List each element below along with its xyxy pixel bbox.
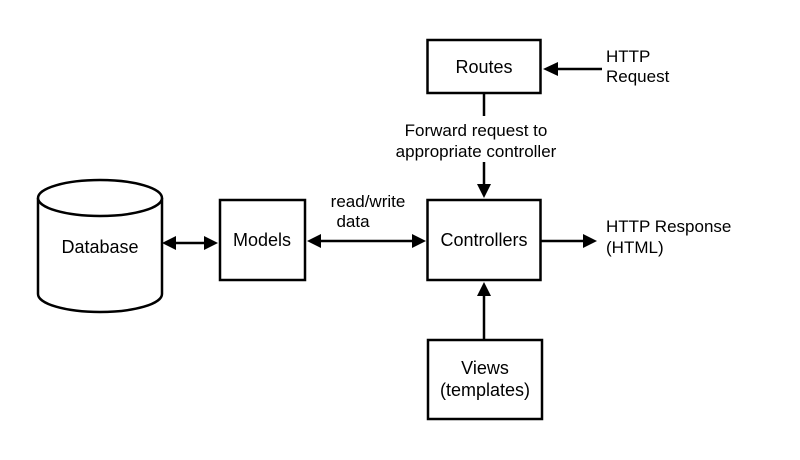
views-label-line1: Views	[461, 358, 509, 378]
database-models-arrowhead-left-icon	[162, 236, 176, 250]
routes-label: Routes	[455, 57, 512, 77]
database-cylinder-body	[36, 198, 164, 314]
database-label: Database	[61, 237, 138, 257]
read-write-label-line2: data	[336, 212, 370, 231]
database-models-arrowhead-right-icon	[204, 236, 218, 250]
http-response-label-line2: (HTML)	[606, 238, 664, 257]
views-label-line2: (templates)	[440, 380, 530, 400]
models-controllers-arrowhead-right-icon	[412, 234, 426, 248]
models-controllers-arrowhead-left-icon	[307, 234, 321, 248]
models-label: Models	[233, 230, 291, 250]
http-response-arrowhead-icon	[583, 234, 597, 248]
http-request-label-line1: HTTP	[606, 47, 650, 66]
http-request-arrowhead-icon	[543, 62, 558, 76]
controllers-box	[426, 198, 542, 282]
database-cylinder-top	[36, 178, 164, 218]
views-to-controllers-arrowhead-icon	[477, 282, 491, 296]
read-write-label-line1: read/write	[331, 192, 406, 211]
database-cylinder-icon	[36, 178, 164, 314]
routes-box	[426, 38, 542, 95]
controllers-label: Controllers	[440, 230, 527, 250]
forward-request-label-line2: appropriate controller	[396, 142, 557, 161]
http-response-label-line1: HTTP Response	[606, 217, 731, 236]
forward-request-label-line1: Forward request to	[405, 121, 548, 140]
views-box	[426, 338, 544, 421]
http-request-label-line2: Request	[606, 67, 670, 86]
models-box	[218, 198, 307, 282]
routes-to-controllers-arrowhead-icon	[477, 184, 491, 198]
